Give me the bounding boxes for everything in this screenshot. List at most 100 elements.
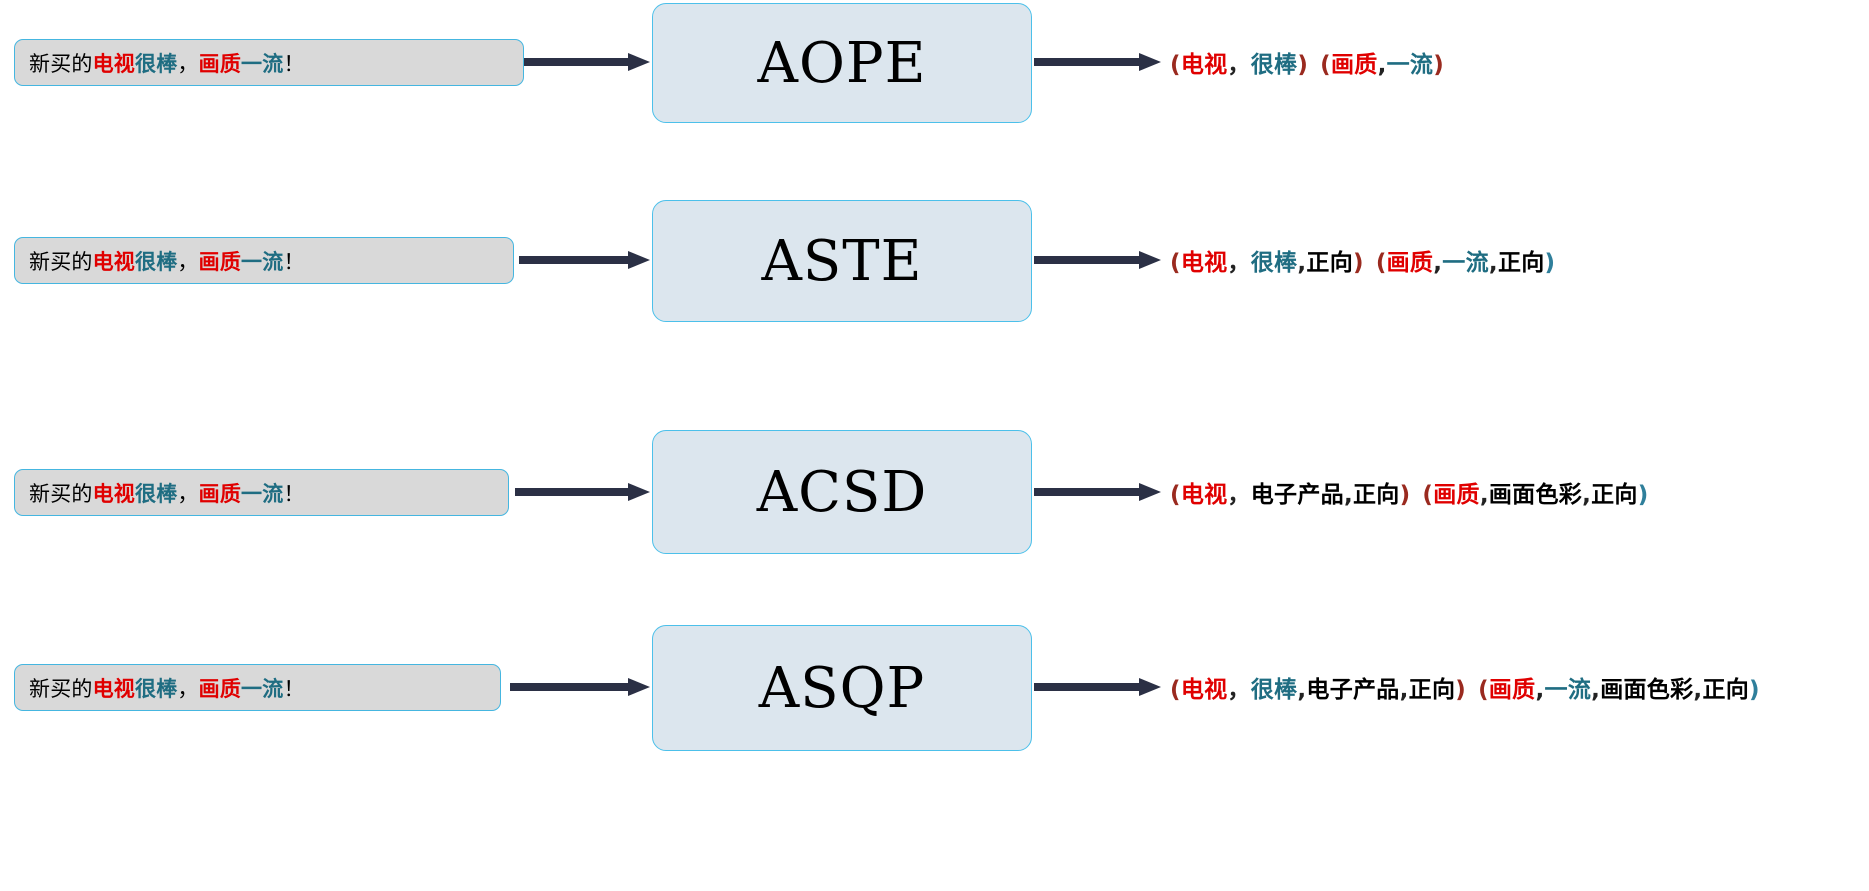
- model-box-asqp[interactable]: ASQP: [652, 625, 1032, 751]
- output-aspect-1: 电视: [1180, 677, 1228, 703]
- input-sentence-box-aste: 新买的电视很棒，画质一流！: [14, 237, 514, 284]
- pipeline-row-aope: 新买的电视很棒，画质一流！ AOPE (电视，很棒)(画质,一流): [0, 0, 1869, 165]
- pipeline-row-acsd: 新买的电视很棒，画质一流！ ACSD (电视，电子产品,正向)(画质,画面色彩,…: [0, 430, 1869, 600]
- input-token-plain-prefix: 新买的: [29, 481, 93, 506]
- input-token-aspect-2: 画质: [198, 481, 242, 506]
- close-paren-1: ): [1399, 482, 1411, 508]
- input-token-plain-prefix: 新买的: [29, 51, 93, 76]
- output-polarity-2: 正向: [1702, 677, 1750, 703]
- output-comma-2b: ,: [1488, 250, 1498, 276]
- output-polarity-1: 正向: [1306, 250, 1353, 276]
- output-polarity-2: 正向: [1497, 250, 1545, 276]
- output-category-2: 画面色彩: [1600, 677, 1694, 703]
- open-paren-1: (: [1170, 52, 1181, 78]
- output-comma-1: ，: [1227, 52, 1251, 78]
- output-comma-2: ,: [1479, 482, 1489, 508]
- input-token-plain-prefix: 新买的: [29, 676, 93, 701]
- open-paren-2: (: [1422, 482, 1434, 508]
- output-category-1: 电子产品: [1306, 677, 1400, 703]
- close-paren-2: ): [1544, 250, 1556, 276]
- input-token-comma: ，: [177, 51, 199, 76]
- output-category-2: 画面色彩: [1488, 482, 1583, 508]
- input-token-aspect-1: 电视: [92, 481, 136, 506]
- output-opinion-2: 一流: [1386, 52, 1434, 78]
- output-aspect-1: 电视: [1180, 250, 1228, 276]
- output-opinion-1: 很棒: [1250, 250, 1298, 276]
- arrow-model-to-output-aope: [1034, 53, 1161, 71]
- output-opinion-2: 一流: [1442, 250, 1489, 276]
- output-opinion-1: 很棒: [1250, 677, 1298, 703]
- output-polarity-1: 正向: [1352, 482, 1400, 508]
- input-sentence-box-aope: 新买的电视很棒，画质一流！: [14, 39, 524, 86]
- arrow-input-to-model-acsd: [515, 483, 650, 501]
- input-token-aspect-1: 电视: [92, 51, 136, 76]
- output-aspect-1: 电视: [1180, 52, 1228, 78]
- open-paren-1: (: [1170, 250, 1181, 276]
- input-token-opinion-2: 一流: [241, 51, 284, 76]
- pipeline-row-asqp: 新买的电视很棒，画质一流！ ASQP (电视，很棒,电子产品,正向)(画质,一流…: [0, 625, 1869, 795]
- model-box-aope[interactable]: AOPE: [652, 3, 1032, 123]
- output-comma-1b: ,: [1297, 250, 1307, 276]
- arrow-model-to-output-asqp: [1034, 678, 1161, 696]
- close-paren-2: ): [1637, 482, 1649, 508]
- arrow-input-to-model-aste: [519, 251, 650, 269]
- input-token-opinion-1: 很棒: [135, 249, 178, 274]
- output-aspect-2: 画质: [1433, 482, 1480, 508]
- output-aspect-1: 电视: [1180, 482, 1228, 508]
- arrow-input-to-model-asqp: [510, 678, 650, 696]
- output-opinion-1: 很棒: [1250, 52, 1298, 78]
- output-category-1: 电子产品: [1250, 482, 1344, 508]
- model-label-acsd: ACSD: [756, 459, 928, 525]
- output-comma-1: ，: [1227, 677, 1251, 703]
- open-paren-1: (: [1170, 677, 1181, 703]
- output-comma-2: ,: [1377, 52, 1387, 78]
- output-comma-2: ,: [1535, 677, 1545, 703]
- output-comma-1b: ,: [1297, 677, 1307, 703]
- output-aspect-2: 画质: [1488, 677, 1536, 703]
- input-token-comma: ，: [177, 676, 199, 701]
- output-comma-2b: ,: [1591, 677, 1601, 703]
- output-opinion-2: 一流: [1544, 677, 1592, 703]
- input-token-exclamation: ！: [283, 51, 305, 76]
- input-token-plain-prefix: 新买的: [29, 249, 93, 274]
- model-box-acsd[interactable]: ACSD: [652, 430, 1032, 554]
- input-token-opinion-2: 一流: [241, 481, 284, 506]
- output-tuples-aste: (电视，很棒,正向)(画质,一流,正向): [1170, 243, 1555, 277]
- arrow-input-to-model-aope: [524, 53, 650, 71]
- input-token-comma: ，: [177, 249, 199, 274]
- output-comma-1: ，: [1227, 482, 1251, 508]
- open-paren-2: (: [1375, 250, 1387, 276]
- input-token-aspect-1: 电视: [92, 676, 136, 701]
- input-token-aspect-2: 画质: [198, 51, 242, 76]
- output-comma-2c: ,: [1693, 677, 1703, 703]
- close-paren-2: ): [1433, 52, 1445, 78]
- input-token-exclamation: ！: [283, 249, 305, 274]
- open-paren-1: (: [1170, 482, 1181, 508]
- input-token-aspect-2: 画质: [198, 676, 242, 701]
- output-tuples-acsd: (电视，电子产品,正向)(画质,画面色彩,正向): [1170, 475, 1649, 509]
- output-aspect-2: 画质: [1330, 52, 1378, 78]
- open-paren-2: (: [1478, 677, 1489, 703]
- input-token-aspect-2: 画质: [198, 249, 242, 274]
- output-comma-1c: ,: [1399, 677, 1409, 703]
- output-comma-1b: ,: [1343, 482, 1353, 508]
- input-token-exclamation: ！: [283, 676, 305, 701]
- input-sentence-box-asqp: 新买的电视很棒，画质一流！: [14, 664, 501, 711]
- output-tuples-aope: (电视，很棒)(画质,一流): [1170, 45, 1444, 79]
- arrow-model-to-output-aste: [1034, 251, 1161, 269]
- output-tuples-asqp: (电视，很棒,电子产品,正向)(画质,一流,画面色彩,正向): [1170, 670, 1760, 704]
- close-paren-1: ): [1353, 250, 1364, 276]
- input-token-exclamation: ！: [283, 481, 305, 506]
- output-comma-2b: ,: [1582, 482, 1592, 508]
- model-label-asqp: ASQP: [758, 655, 926, 721]
- input-token-opinion-1: 很棒: [135, 676, 178, 701]
- model-label-aste: ASTE: [761, 228, 923, 294]
- input-token-opinion-1: 很棒: [135, 481, 178, 506]
- output-aspect-2: 画质: [1386, 250, 1434, 276]
- input-token-comma: ，: [177, 481, 199, 506]
- model-box-aste[interactable]: ASTE: [652, 200, 1032, 322]
- input-token-opinion-2: 一流: [241, 249, 284, 274]
- input-token-aspect-1: 电视: [92, 249, 136, 274]
- open-paren-2: (: [1320, 52, 1331, 78]
